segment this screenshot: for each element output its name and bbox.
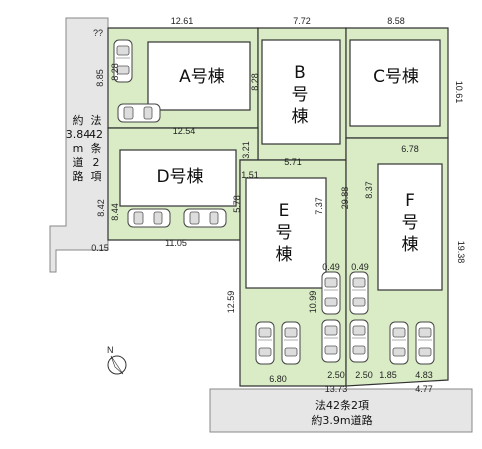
svg-text:B: B [294, 63, 306, 83]
dimension-labels: 12.61 7.72 8.58 ?? 8.85 8.28 8.28 10.61 … [91, 16, 466, 394]
svg-text:法: 法 [91, 113, 102, 127]
svg-text:2: 2 [93, 156, 100, 169]
svg-text:1.85: 1.85 [379, 370, 397, 380]
lot-d-label: D号棟 [156, 167, 203, 187]
compass-icon: N [107, 345, 127, 375]
svg-text:3.84: 3.84 [66, 128, 91, 141]
svg-text:13.73: 13.73 [325, 384, 348, 394]
svg-text:号: 号 [276, 223, 293, 243]
svg-text:0.49: 0.49 [351, 262, 369, 272]
svg-text:棟: 棟 [292, 107, 309, 127]
svg-text:4.83: 4.83 [415, 370, 433, 380]
svg-text:10.99: 10.99 [308, 291, 318, 314]
house-c [349, 39, 441, 127]
svg-text:号: 号 [292, 85, 309, 105]
svg-text:12.61: 12.61 [171, 16, 194, 26]
svg-text:8.44: 8.44 [110, 203, 120, 221]
svg-text:項: 項 [91, 170, 102, 183]
svg-text:??: ?? [93, 28, 103, 38]
svg-text:棟: 棟 [402, 235, 419, 255]
south-road-label-2: 約3.9m道路 [311, 413, 372, 427]
svg-text:2.50: 2.50 [327, 370, 345, 380]
svg-text:m: m [73, 142, 84, 155]
svg-text:8.42: 8.42 [96, 199, 106, 217]
south-road-label-1: 法42条2項 [315, 398, 369, 412]
svg-text:0.49: 0.49 [322, 262, 340, 272]
svg-text:条: 条 [91, 141, 102, 155]
svg-text:5.78: 5.78 [232, 195, 242, 213]
svg-text:29.88: 29.88 [340, 187, 350, 210]
svg-text:8.28: 8.28 [110, 63, 120, 81]
svg-text:8.58: 8.58 [387, 16, 405, 26]
lot-b-label: B 号 棟 [292, 63, 309, 127]
lot-e-label: E 号 棟 [276, 201, 293, 265]
house-f [377, 163, 443, 291]
house-a [147, 41, 251, 111]
svg-text:12.54: 12.54 [173, 126, 196, 136]
svg-text:道: 道 [73, 155, 84, 169]
svg-text:棟: 棟 [276, 245, 293, 265]
svg-text:路: 路 [73, 170, 84, 183]
svg-text:2.50: 2.50 [355, 370, 373, 380]
svg-text:19.38: 19.38 [456, 241, 466, 264]
svg-text:E: E [279, 201, 290, 221]
svg-text:8.37: 8.37 [364, 181, 374, 199]
svg-text:8.85: 8.85 [95, 69, 105, 87]
svg-text:0.15: 0.15 [91, 243, 109, 253]
lot-f-label: F 号 棟 [402, 191, 419, 255]
svg-text:4.77: 4.77 [415, 384, 433, 394]
houses [119, 39, 443, 291]
lot-c-label: C号棟 [373, 67, 419, 87]
svg-text:8.28: 8.28 [250, 73, 260, 91]
west-road-label: 法 42 条 2 項 約 3.84 m 道 路 [66, 113, 103, 183]
svg-text:7.37: 7.37 [314, 197, 324, 215]
svg-text:10.61: 10.61 [454, 81, 464, 104]
svg-text:12.59: 12.59 [226, 291, 236, 314]
south-road [209, 388, 473, 433]
svg-text:6.80: 6.80 [269, 374, 287, 384]
svg-text:5.71: 5.71 [284, 157, 302, 167]
house-e [245, 177, 327, 289]
lot-a-label: A号棟 [179, 67, 225, 87]
house-b [261, 39, 341, 145]
house-d [119, 149, 237, 207]
svg-text:F: F [405, 191, 415, 211]
svg-text:7.72: 7.72 [293, 16, 311, 26]
svg-text:約: 約 [73, 113, 84, 127]
compass-north-label: N [107, 345, 114, 355]
svg-text:号: 号 [402, 213, 419, 233]
svg-text:3.21: 3.21 [241, 141, 251, 159]
svg-text:1.51: 1.51 [241, 170, 259, 180]
svg-text:6.78: 6.78 [401, 144, 419, 154]
svg-text:11.05: 11.05 [165, 238, 187, 248]
svg-text:42: 42 [89, 128, 103, 141]
